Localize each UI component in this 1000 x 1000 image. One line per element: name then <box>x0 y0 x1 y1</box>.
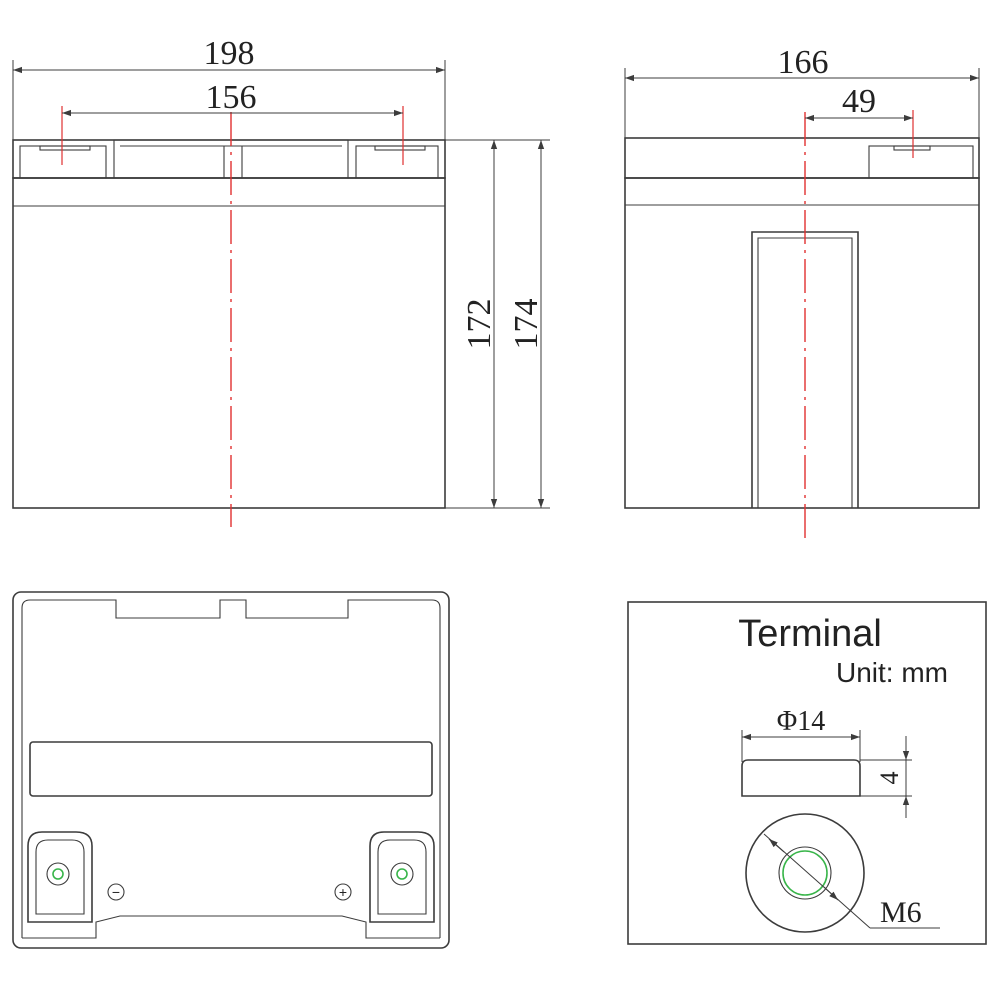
terminal-panel-frame <box>627 601 987 945</box>
terminal-thread-hole-inner <box>782 850 828 896</box>
dimension-container-height: 172 <box>461 299 498 350</box>
dimension-terminal-spacing: 156 <box>206 79 257 116</box>
terminal-positive-hole <box>396 868 408 880</box>
dimension-overall-width: 166 <box>778 44 829 81</box>
negative-polarity-symbol: − <box>112 884 120 900</box>
thread-size: M6 <box>880 896 922 929</box>
terminal-negative-top <box>46 862 70 886</box>
terminal-thread-hole <box>778 846 832 900</box>
front-terminal-stud-right <box>374 145 426 151</box>
terminal-profile <box>741 759 861 797</box>
front-terminal-stud-left <box>39 145 91 151</box>
dimension-overall-length: 198 <box>204 35 255 72</box>
terminal-diameter: Φ14 <box>777 706 825 737</box>
top-terminal-pocket-left <box>27 831 93 923</box>
top-view: − + <box>12 591 450 949</box>
positive-polarity-symbol: + <box>339 884 347 900</box>
thread-leader <box>823 886 839 901</box>
side-case-body <box>624 177 980 509</box>
front-case-body <box>12 177 446 509</box>
side-terminal-stud <box>893 145 931 151</box>
positive-polarity-mark <box>334 883 352 901</box>
top-inner-outline <box>21 599 441 938</box>
side-view: 166 49 <box>624 44 980 540</box>
dimension-terminal-offset: 49 <box>842 83 876 120</box>
terminal-positive-top <box>390 862 414 886</box>
terminal-title: Terminal <box>738 613 882 655</box>
side-terminal-pocket <box>868 145 974 179</box>
terminal-detail-panel: Terminal Unit: mm Φ14 4 M6 <box>627 601 987 945</box>
terminal-height: 4 <box>875 772 904 785</box>
terminal-top-view <box>745 813 865 933</box>
top-terminal-pocket-right <box>369 831 435 923</box>
terminal-negative-hole <box>52 868 64 880</box>
negative-polarity-mark <box>107 883 125 901</box>
dimension-total-height: 174 <box>508 299 545 350</box>
side-lid <box>624 137 980 179</box>
front-terminal-pocket-left <box>19 145 107 179</box>
front-view: 198 156 172 174 <box>12 35 550 527</box>
front-terminal-pocket-right <box>355 145 439 179</box>
top-label-strip <box>29 741 433 797</box>
unit-label: Unit: mm <box>836 657 948 688</box>
top-outline <box>12 591 450 949</box>
